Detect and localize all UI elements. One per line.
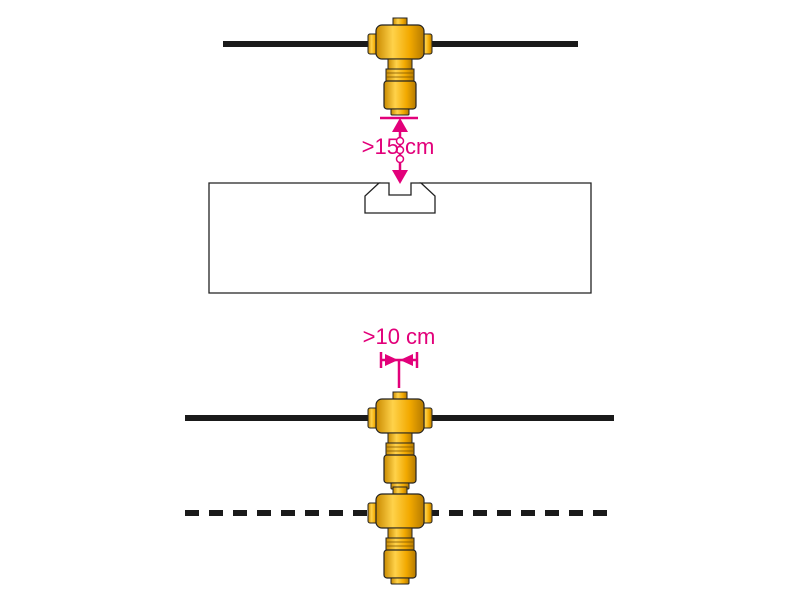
zone-valve-icon [367, 486, 433, 585]
top-distance-label: >15 cm [362, 134, 435, 159]
top-scene: >15 cm [208, 17, 592, 294]
zone-valve-icon [367, 391, 433, 490]
bottom-scene: >10 cm [185, 324, 614, 585]
converging-arrows-icon [379, 352, 419, 388]
double-arrow-vertical-icon [392, 118, 408, 184]
side-distance-label: >10 cm [363, 324, 436, 349]
zone-valve-icon [367, 17, 433, 116]
obstacle-box [208, 182, 592, 294]
obstacle-notch [379, 182, 421, 196]
